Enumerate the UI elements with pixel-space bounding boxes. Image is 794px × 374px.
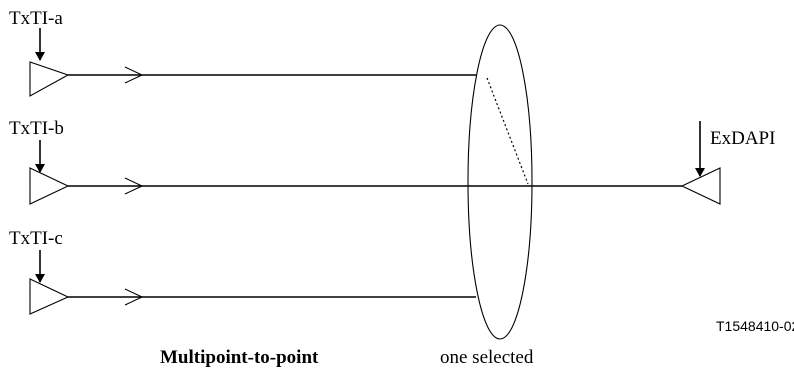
input-a-direction-chevron bbox=[124, 66, 144, 84]
input-c-group: TxTI-c bbox=[9, 228, 476, 315]
output-triangle bbox=[680, 167, 721, 205]
selection-dotted-line bbox=[486, 77, 529, 185]
input-b-triangle bbox=[29, 167, 70, 205]
input-c-arrowhead bbox=[35, 274, 45, 283]
selector-caption: one selected bbox=[440, 347, 534, 368]
input-a-arrowhead bbox=[35, 52, 45, 61]
output-arrowhead bbox=[695, 168, 705, 177]
input-c-triangle bbox=[29, 278, 70, 315]
diagram-title: Multipoint-to-point bbox=[160, 347, 319, 368]
output-label: ExDAPI bbox=[710, 128, 775, 149]
input-c-direction-chevron bbox=[124, 288, 144, 306]
input-a-group: TxTI-a bbox=[9, 8, 476, 97]
selector-ellipse bbox=[467, 24, 533, 340]
input-c-label: TxTI-c bbox=[9, 228, 63, 249]
input-a-triangle bbox=[29, 61, 70, 97]
output-group: ExDAPI bbox=[680, 121, 775, 205]
input-b-arrowhead bbox=[35, 164, 45, 173]
input-b-label: TxTI-b bbox=[9, 118, 64, 139]
input-b-direction-chevron bbox=[124, 177, 144, 195]
input-b-group: TxTI-b bbox=[9, 118, 682, 205]
input-a-label: TxTI-a bbox=[9, 8, 63, 29]
figure-id: T1548410-02 bbox=[716, 318, 794, 334]
